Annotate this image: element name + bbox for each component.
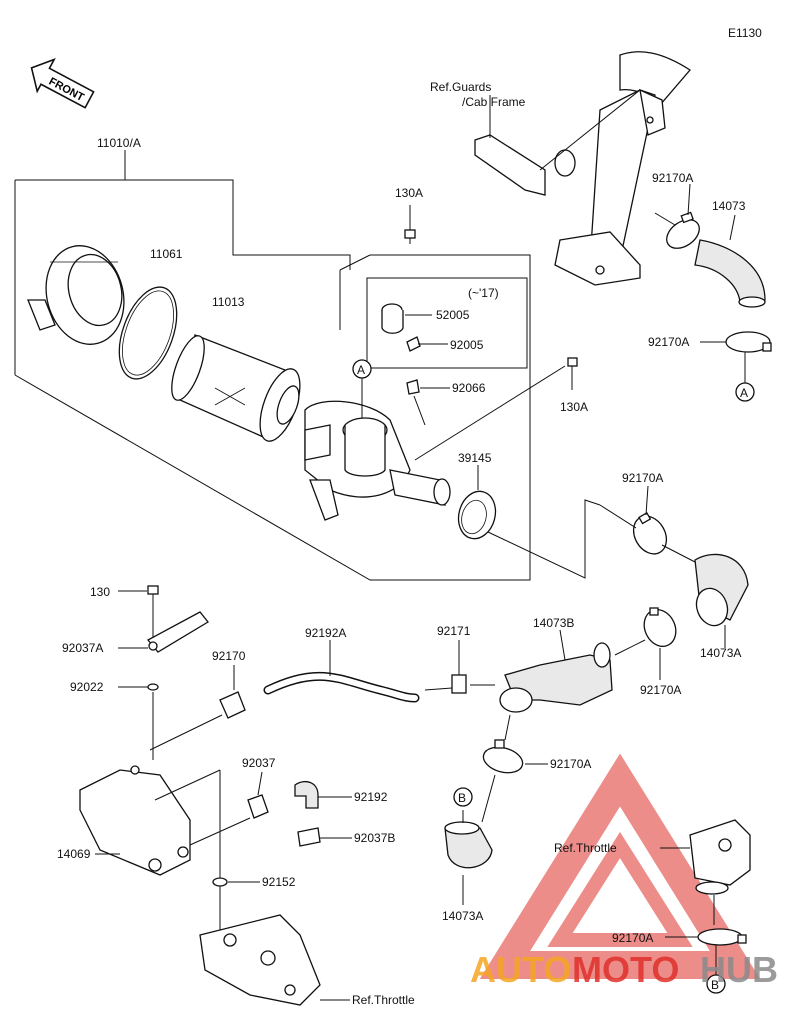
watermark-triangle-outer (479, 753, 761, 979)
label-92066: 92066 (452, 381, 486, 395)
assembly-frame-lines (14, 150, 531, 581)
hose-14073a-right (694, 553, 749, 627)
label-11061: 11061 (150, 247, 183, 261)
clamp-92170a-2 (725, 331, 772, 353)
air-filter-element-11013 (171, 334, 301, 442)
clip-92171 (451, 665, 467, 694)
plug-92005 (406, 336, 421, 352)
screw-130 (147, 585, 159, 604)
label-92152: 92152 (262, 875, 296, 889)
label-39145: 39145 (458, 451, 492, 465)
bracket-92037a (146, 611, 209, 653)
ref-throttle-bottom-label: Ref.Throttle (352, 993, 415, 1007)
watermark-text: AUTO MOTO HUB (470, 949, 778, 990)
elbow-hose-14073 (694, 239, 766, 303)
plug-52005 (381, 303, 404, 334)
label-92170a-3: 92170A (622, 471, 663, 485)
air-box-body (304, 400, 451, 521)
label-14073: 14073 (712, 199, 746, 213)
clamp-92037 (247, 794, 269, 819)
label-92037b: 92037B (354, 831, 395, 845)
label-92171: 92171 (437, 624, 471, 638)
label-92005: 92005 (450, 338, 484, 352)
label-11013: 11013 (212, 295, 245, 309)
ring-39145 (457, 490, 497, 540)
clamp-92170a-3 (632, 512, 668, 555)
label-130a-right: 130A (560, 400, 588, 414)
cab-frame-drawing (474, 51, 691, 286)
clamp-92170 (219, 691, 246, 719)
front-arrow-icon: FRONT (30, 58, 95, 109)
label-14073b: 14073B (533, 616, 574, 630)
label-14069: 14069 (57, 847, 91, 861)
inset-box (366, 277, 528, 369)
hose-14073b (499, 642, 613, 713)
hose-14073a-lower (444, 821, 493, 869)
watermark (479, 753, 761, 979)
label-130a-top: 130A (395, 186, 423, 200)
label-92192a: 92192A (305, 626, 346, 640)
label-92022: 92022 (70, 680, 104, 694)
watermark-moto: MOTO (572, 949, 679, 990)
callout-b-right-label: B (711, 978, 719, 992)
watermark-hub: HUB (700, 949, 778, 990)
o-ring-11061 (118, 286, 178, 380)
elbow-92192 (294, 781, 319, 809)
label-14073a-lower: 14073A (442, 909, 483, 923)
plug-92066 (406, 379, 420, 395)
callout-a-top (352, 359, 372, 379)
clamp-92170a-5 (482, 739, 524, 774)
label-92170: 92170 (212, 649, 246, 663)
washer-92022 (147, 683, 159, 691)
clamp-92170a-4 (643, 607, 677, 647)
label-52005: 52005 (436, 308, 470, 322)
clamp-92170a-6 (697, 928, 747, 946)
diagram-code: E1130 (728, 26, 762, 40)
label-92037a: 92037A (62, 641, 103, 655)
callout-b-left (453, 787, 473, 807)
label-92192: 92192 (354, 790, 388, 804)
screw-130a-right (567, 357, 578, 367)
ref-cab-frame-label: /Cab Frame (462, 95, 526, 109)
callout-b-right (706, 974, 726, 994)
bracket-14069 (79, 765, 191, 876)
watermark-triangle-inner (547, 831, 693, 947)
screw-130a-top (404, 229, 416, 244)
label-92170a-5: 92170A (550, 757, 591, 771)
label-92170a-2: 92170A (648, 335, 689, 349)
throttle-body-lower (199, 914, 321, 1006)
label-11010a: 11010/A (97, 136, 141, 150)
washer-92152 (212, 877, 228, 887)
label-92037: 92037 (242, 756, 276, 770)
callout-b-left-label: B (458, 791, 466, 805)
label-130: 130 (90, 585, 110, 599)
label-92170a-4: 92170A (640, 683, 681, 697)
watermark-auto: AUTO (470, 949, 571, 990)
clamp-92170a-1 (666, 211, 700, 249)
throttle-body-right (689, 819, 751, 895)
callout-a-mid (735, 382, 755, 402)
ref-guards-label: Ref.Guards (430, 80, 491, 94)
ref-throttle-right-label: Ref.Throttle (554, 841, 617, 855)
air-cleaner-cover (27, 245, 125, 345)
inset-note: (~'17) (468, 286, 499, 300)
clamp-92037b (297, 827, 321, 847)
label-92170a-1: 92170A (652, 171, 693, 185)
callout-a-mid-label: A (740, 386, 748, 400)
label-92170a-6: 92170A (612, 931, 653, 945)
label-14073a-right: 14073A (700, 646, 741, 660)
callout-a-top-label: A (357, 363, 365, 377)
